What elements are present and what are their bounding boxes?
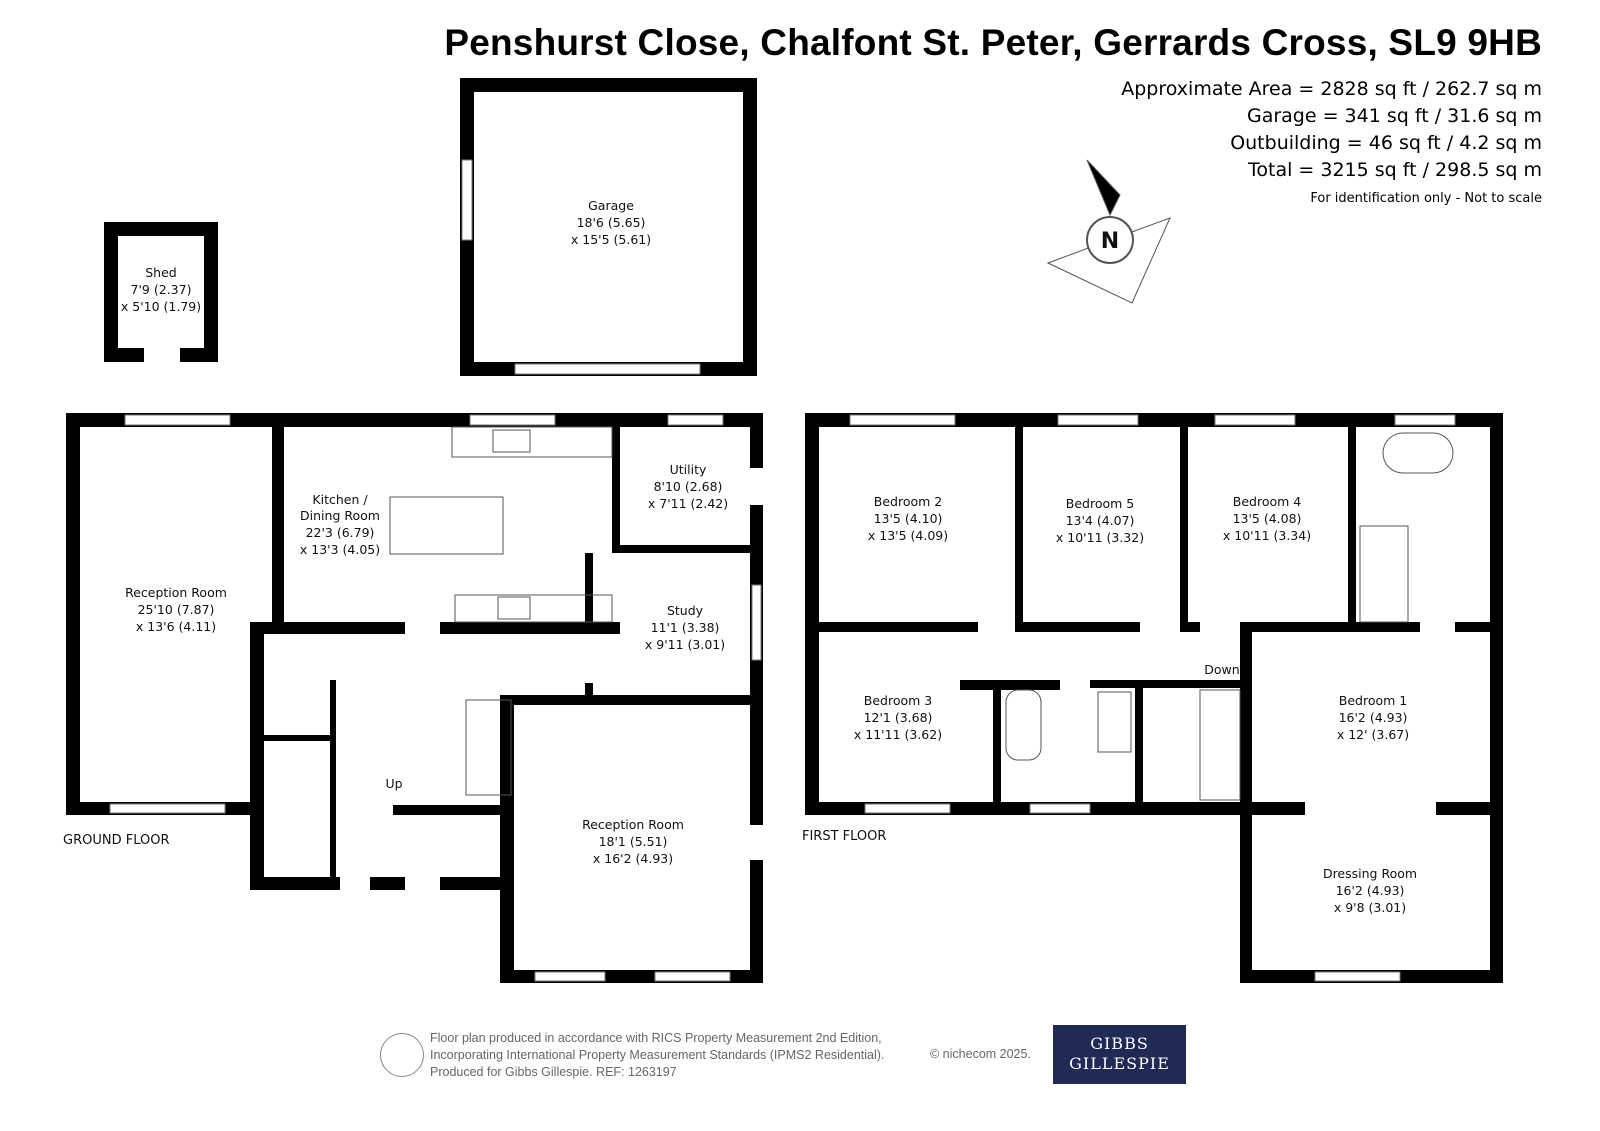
first-floor-label: FIRST FLOOR xyxy=(802,829,886,844)
footer-line-1: Floor plan produced in accordance with R… xyxy=(430,1031,882,1045)
reception1-dim1: 25'10 (7.87) xyxy=(138,602,215,617)
footer-line-3: Produced for Gibbs Gillespie. REF: 12631… xyxy=(430,1065,677,1079)
reception2-name: Reception Room xyxy=(582,817,684,832)
bedroom2-dim2: x 13'5 (4.09) xyxy=(868,528,948,543)
bedroom3-dim1: 12'1 (3.68) xyxy=(864,710,933,725)
windows xyxy=(109,159,1456,982)
reception1-dim2: x 13'6 (4.11) xyxy=(136,619,216,634)
reception1-name: Reception Room xyxy=(125,585,227,600)
study-dim2: x 9'11 (3.01) xyxy=(645,637,725,652)
bedroom1-name: Bedroom 1 xyxy=(1339,693,1407,708)
area-summary: Approximate Area = 2828 sq ft / 262.7 sq… xyxy=(1121,76,1542,214)
kitchen-dim2: x 13'3 (4.05) xyxy=(300,542,380,557)
reception2-dim1: 18'1 (5.51) xyxy=(599,834,668,849)
dressing-name: Dressing Room xyxy=(1323,866,1417,881)
room-labels: Garage 18'6 (5.65) x 15'5 (5.61) Shed 7'… xyxy=(63,198,1417,915)
bedroom4-dim1: 13'5 (4.08) xyxy=(1233,511,1302,526)
footer-line-2: Incorporating International Property Mea… xyxy=(430,1048,885,1062)
bedroom2-name: Bedroom 2 xyxy=(874,494,942,509)
bedroom3-name: Bedroom 3 xyxy=(864,693,932,708)
garage-area: Garage = 341 sq ft / 31.6 sq m xyxy=(1246,105,1542,127)
bedroom1-dim1: 16'2 (4.93) xyxy=(1339,710,1408,725)
compass-north-icon: N xyxy=(1101,229,1119,254)
garage-dim2: x 15'5 (5.61) xyxy=(571,232,651,247)
kitchen-name: Kitchen / xyxy=(312,492,368,507)
ipms-person-icon xyxy=(380,1033,424,1077)
ground-floor-label: GROUND FLOOR xyxy=(63,833,169,848)
utility-dim1: 8'10 (2.68) xyxy=(654,479,723,494)
bedroom1-dim2: x 12' (3.67) xyxy=(1337,727,1409,742)
bedroom5-name: Bedroom 5 xyxy=(1066,496,1134,511)
bedroom5-dim2: x 10'11 (3.32) xyxy=(1056,530,1144,545)
logo-line-2: GILLESPIE xyxy=(1069,1054,1170,1073)
footer-text: Floor plan produced in accordance with R… xyxy=(430,1030,884,1081)
property-title: Penshurst Close, Chalfont St. Peter, Ger… xyxy=(444,22,1542,63)
fixtures xyxy=(389,159,1454,801)
agent-logo: GIBBS GILLESPIE xyxy=(1053,1025,1186,1084)
bedroom3-dim2: x 11'11 (3.62) xyxy=(854,727,942,742)
kitchen-name2: Dining Room xyxy=(300,508,380,523)
kitchen-dim1: 22'3 (6.79) xyxy=(306,525,375,540)
bedroom5-dim1: 13'4 (4.07) xyxy=(1066,513,1135,528)
bedroom4-dim2: x 10'11 (3.34) xyxy=(1223,528,1311,543)
study-dim1: 11'1 (3.38) xyxy=(651,620,720,635)
compass-needle xyxy=(1086,159,1121,217)
reception2-dim2: x 16'2 (4.93) xyxy=(593,851,673,866)
dressing-dim1: 16'2 (4.93) xyxy=(1336,883,1405,898)
shed-name: Shed xyxy=(145,265,176,280)
garage-name: Garage xyxy=(588,198,634,213)
approximate-area: Approximate Area = 2828 sq ft / 262.7 sq… xyxy=(1121,78,1542,100)
bedroom4-name: Bedroom 4 xyxy=(1233,494,1302,509)
study-name: Study xyxy=(667,603,704,618)
stairs-up-label: Up xyxy=(385,776,402,791)
stairs-down-label: Down xyxy=(1204,662,1239,677)
total-area: Total = 3215 sq ft / 298.5 sq m xyxy=(1248,159,1542,181)
copyright: © nichecom 2025. xyxy=(930,1047,1031,1061)
shed-dim2: x 5'10 (1.79) xyxy=(121,299,201,314)
scale-note: For identification only - Not to scale xyxy=(1310,191,1542,206)
shed-dim1: 7'9 (2.37) xyxy=(131,282,192,297)
outbuilding-area: Outbuilding = 46 sq ft / 4.2 sq m xyxy=(1230,132,1542,154)
dressing-dim2: x 9'8 (3.01) xyxy=(1334,900,1406,915)
utility-dim2: x 7'11 (2.42) xyxy=(648,496,728,511)
logo-line-1: GIBBS xyxy=(1090,1034,1149,1053)
utility-name: Utility xyxy=(670,462,707,477)
garage-dim1: 18'6 (5.65) xyxy=(577,215,646,230)
bedroom2-dim1: 13'5 (4.10) xyxy=(874,511,943,526)
